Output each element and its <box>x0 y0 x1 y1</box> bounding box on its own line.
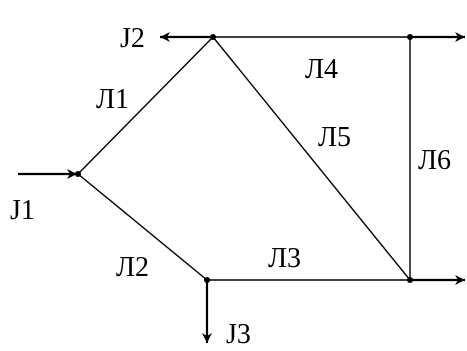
label-j1: J1 <box>10 195 35 226</box>
label-l1: Л1 <box>96 84 129 115</box>
line-l1 <box>77 36 214 175</box>
label-j3: J3 <box>226 319 251 350</box>
label-l5: Л5 <box>318 122 351 153</box>
label-j2: J2 <box>120 23 145 54</box>
node-bottom-left <box>204 277 210 283</box>
node-left <box>75 171 81 177</box>
label-l6: Л6 <box>418 145 451 176</box>
node-top-right <box>407 34 413 40</box>
label-l4: Л4 <box>305 54 338 85</box>
label-l3: Л3 <box>268 243 301 274</box>
line-l5 <box>212 36 411 281</box>
line-l2 <box>77 173 208 281</box>
label-l2: Л2 <box>116 252 149 283</box>
node-bottom-right <box>407 277 413 283</box>
node-top-left <box>210 34 216 40</box>
